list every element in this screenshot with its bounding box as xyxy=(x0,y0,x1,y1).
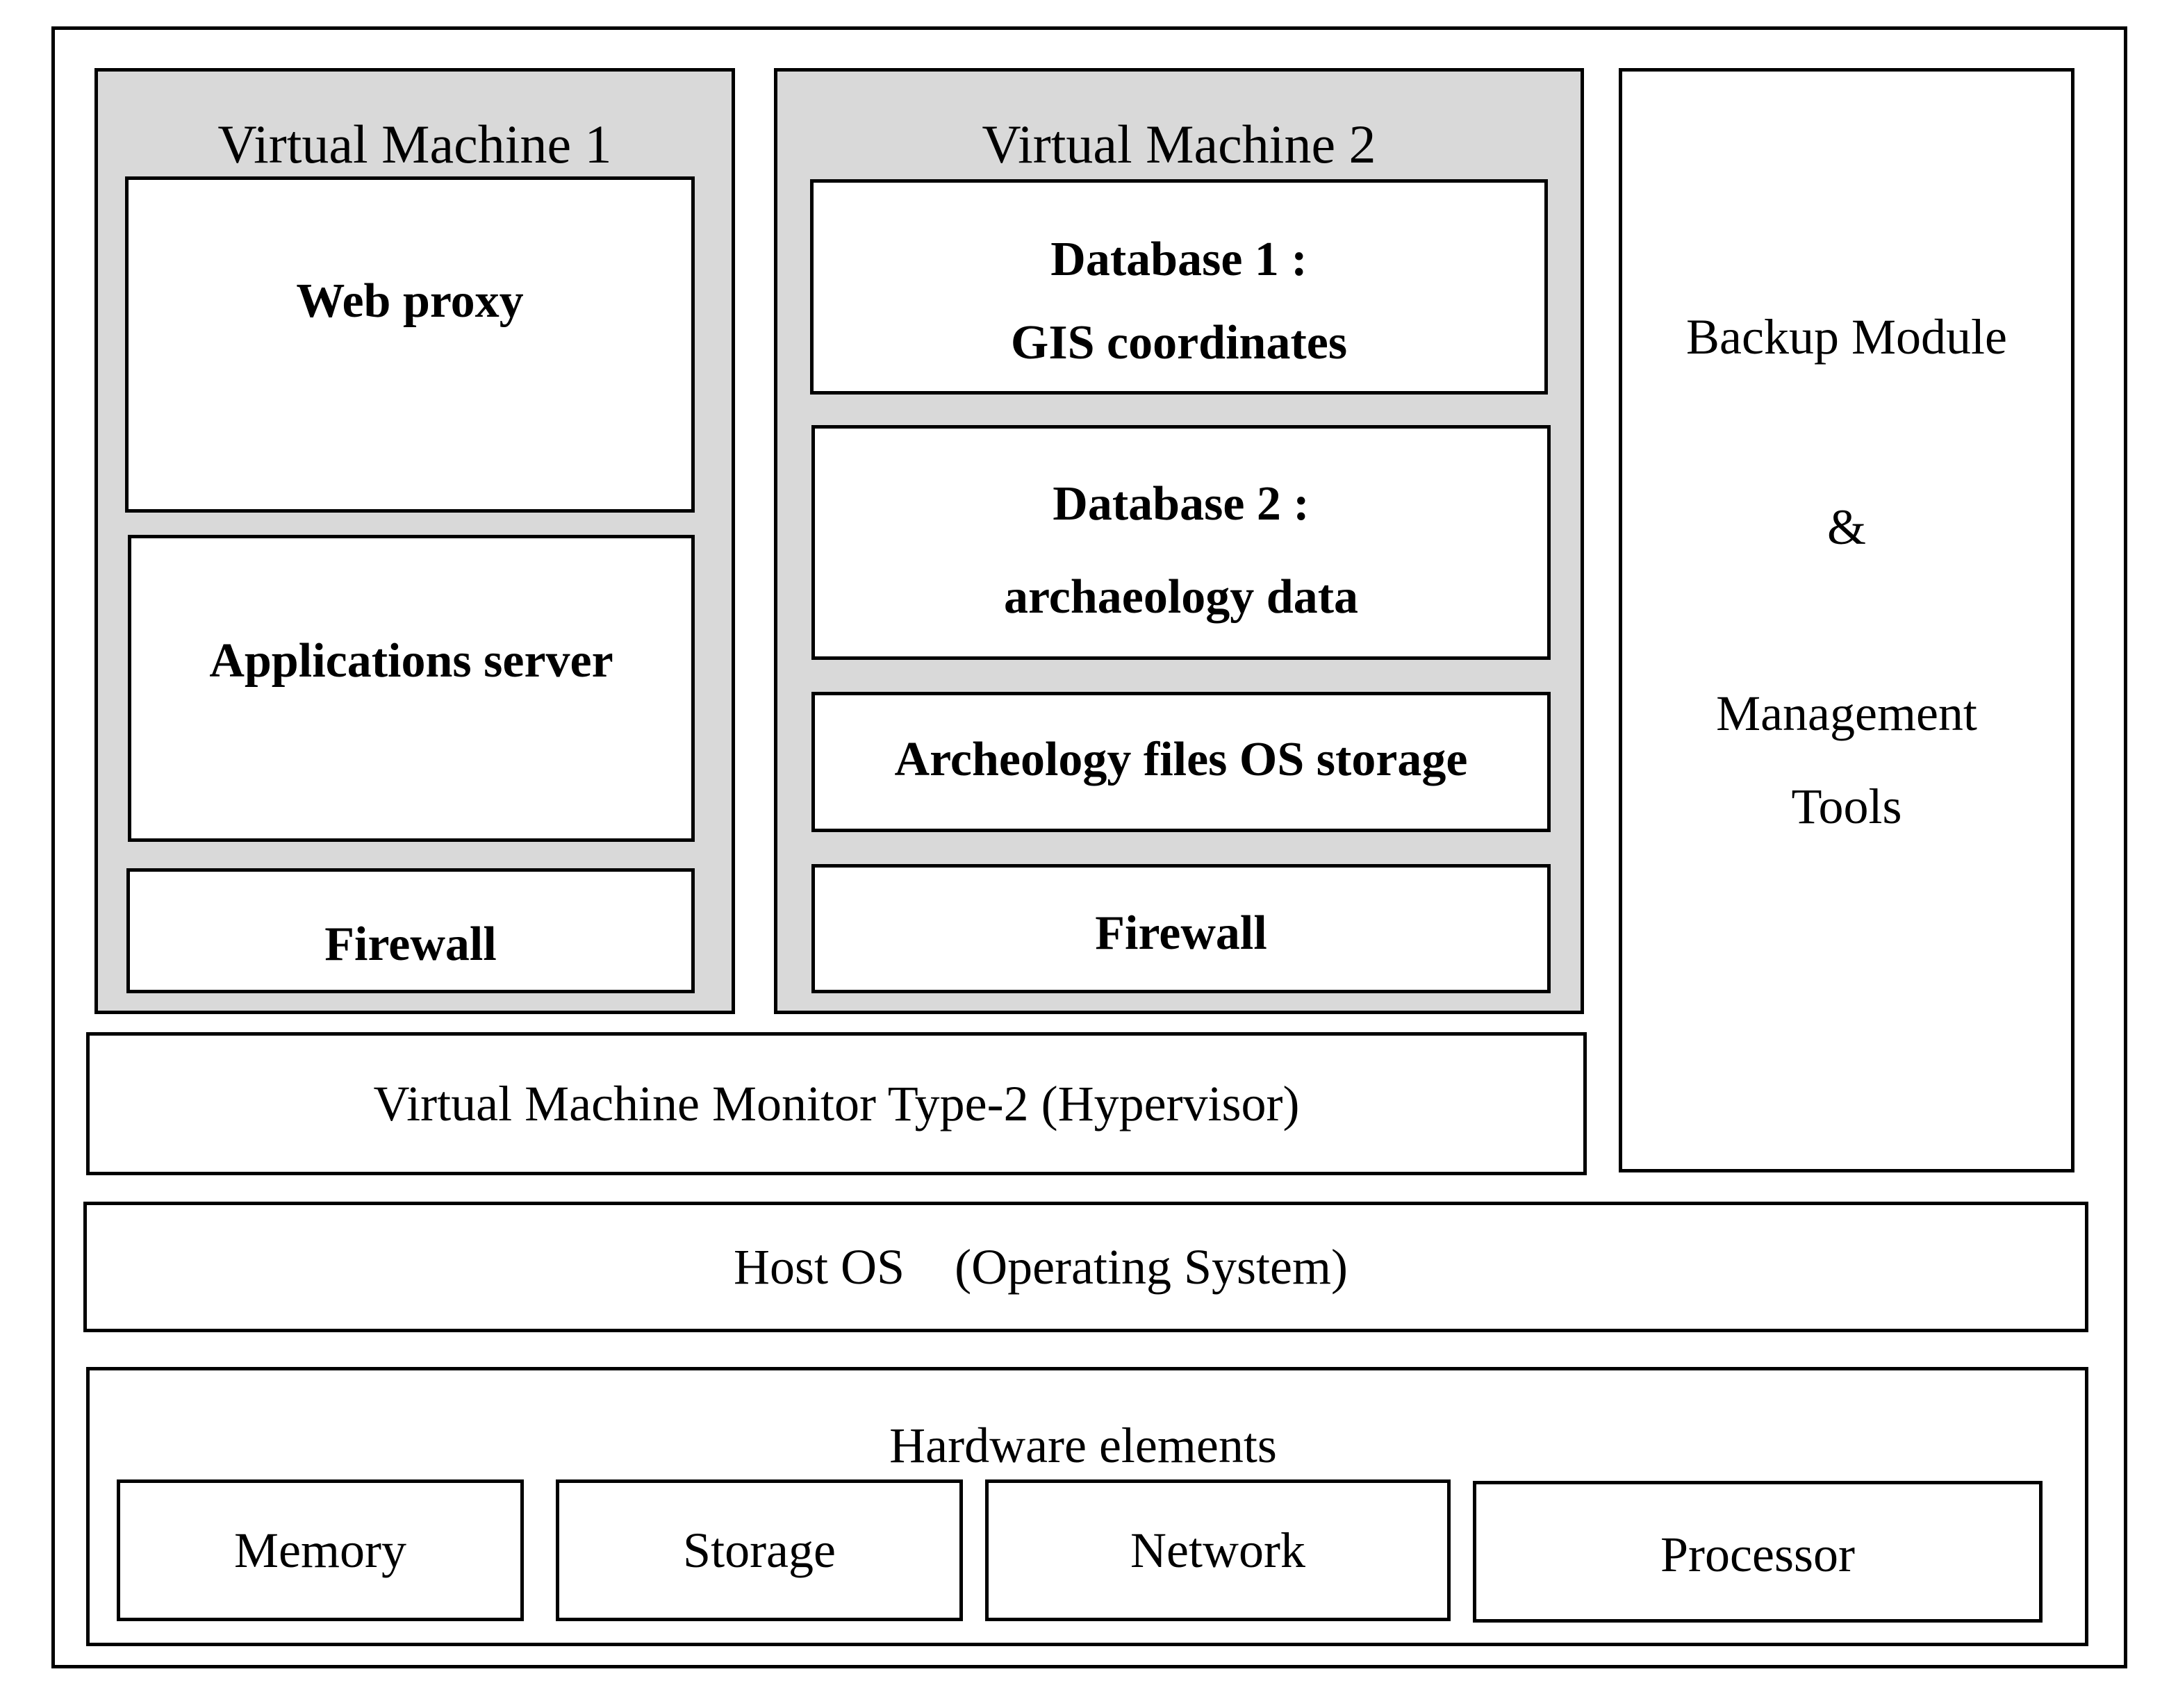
hardware-memory-box: Memory xyxy=(117,1479,524,1621)
database-1-box: Database 1 : GIS coordinates xyxy=(810,179,1548,395)
vm2-title: Virtual Machine 2 xyxy=(982,114,1376,174)
applications-server-box: Applications server xyxy=(128,535,695,842)
archeology-files-storage-box: Archeology files OS storage xyxy=(811,692,1551,832)
vm2-firewall-box: Firewall xyxy=(811,864,1551,993)
vm1-firewall-label: Firewall xyxy=(324,918,497,971)
tools-label: Tools xyxy=(1791,779,1902,834)
web-proxy-box: Web proxy xyxy=(125,176,695,513)
hypervisor-label: Virtual Machine Monitor Type-2 (Hypervis… xyxy=(373,1076,1300,1131)
hardware-storage-box: Storage xyxy=(556,1479,963,1621)
vm2-firewall-label: Firewall xyxy=(1095,906,1267,960)
hardware-storage-label: Storage xyxy=(683,1523,836,1578)
hardware-processor-label: Processor xyxy=(1660,1527,1855,1582)
backup-management-box: Backup Module & Management Tools xyxy=(1619,68,2074,1172)
hardware-network-box: Network xyxy=(985,1479,1451,1621)
host-os-label: Host OS (Operating System) xyxy=(734,1239,1348,1295)
hardware-processor-box: Processor xyxy=(1473,1481,2043,1623)
vm1-title: Virtual Machine 1 xyxy=(217,114,612,174)
database-2-title: Database 2 : xyxy=(1053,477,1310,531)
database-2-box: Database 2 : archaeology data xyxy=(811,425,1551,660)
hypervisor-box: Virtual Machine Monitor Type-2 (Hypervis… xyxy=(86,1032,1587,1175)
archeology-files-storage-label: Archeology files OS storage xyxy=(894,733,1468,786)
vm1-firewall-box: Firewall xyxy=(126,868,695,993)
hardware-network-label: Network xyxy=(1130,1523,1305,1578)
hardware-memory-label: Memory xyxy=(234,1523,406,1578)
database-1-subtitle: GIS coordinates xyxy=(1010,316,1348,370)
web-proxy-label: Web proxy xyxy=(296,274,524,328)
ampersand-label: & xyxy=(1826,499,1866,555)
database-1-title: Database 1 : xyxy=(1050,233,1307,286)
backup-module-label: Backup Module xyxy=(1686,309,2007,365)
hardware-elements-title: Hardware elements xyxy=(889,1418,1277,1473)
host-os-box: Host OS (Operating System) xyxy=(83,1202,2088,1332)
database-2-subtitle: archaeology data xyxy=(1003,570,1359,624)
management-label: Management xyxy=(1716,686,1977,741)
applications-server-label: Applications server xyxy=(209,634,613,688)
